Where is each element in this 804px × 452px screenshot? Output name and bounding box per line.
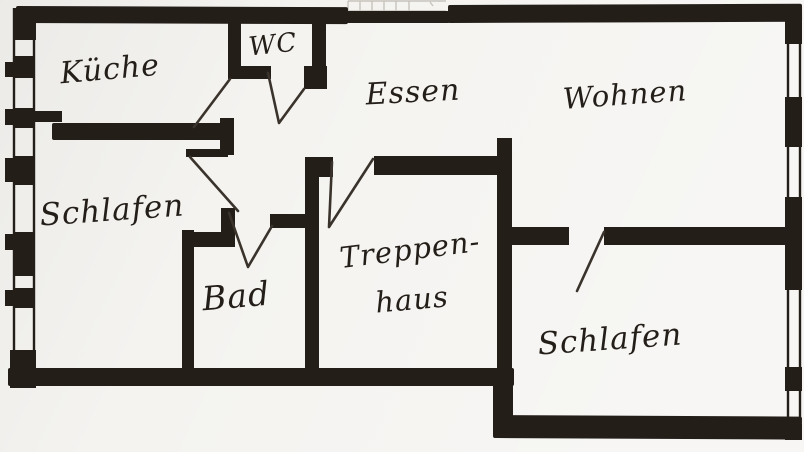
room-label-wc: WC xyxy=(247,27,299,63)
wc-right-wall xyxy=(312,12,326,70)
room-label-wohnen: Wohnen xyxy=(561,73,689,116)
room-label-treppenhaus-line2: haus xyxy=(373,279,451,320)
schlafen-rechts-door-swing xyxy=(575,230,606,293)
outer-walls xyxy=(8,3,803,440)
room-label-essen: Essen xyxy=(364,72,462,113)
treppenhaus-left-wall xyxy=(305,157,319,375)
wc-left-wall xyxy=(228,20,241,70)
wc-right-post xyxy=(304,66,327,89)
kueche-bottom-wall xyxy=(52,123,234,140)
treppenhaus-door-swing xyxy=(327,157,375,229)
room-label-bad: Bad xyxy=(200,273,272,319)
treppenhaus-top-wall xyxy=(374,156,501,175)
left-wall-window-hatch xyxy=(5,8,36,388)
bad-top-wall-right xyxy=(270,214,313,228)
bad-door-swing xyxy=(227,211,274,269)
door-swings xyxy=(188,71,606,293)
wohnen-schlafen-wall-right xyxy=(604,227,788,245)
wohnen-schlafen-wall-left xyxy=(512,227,569,245)
treppenhaus-door-post xyxy=(305,157,333,177)
kueche-wall-post xyxy=(220,118,234,155)
right-wall-window-hatch xyxy=(785,8,802,440)
bad-top-wall-left xyxy=(182,232,227,247)
wc-door-swing xyxy=(266,71,306,125)
wc-bottom-wall xyxy=(228,66,271,79)
hall-door-ledge xyxy=(186,149,228,157)
kueche-step-wall xyxy=(20,111,62,122)
schlafen-links-door-swing xyxy=(188,155,240,213)
kueche-door-swing xyxy=(192,77,232,129)
bad-left-wall xyxy=(182,230,194,375)
center-divider-wall xyxy=(497,138,512,438)
room-label-kueche: Küche xyxy=(58,47,162,92)
interior-walls xyxy=(20,12,788,438)
pencil-scale-grid xyxy=(347,0,446,12)
